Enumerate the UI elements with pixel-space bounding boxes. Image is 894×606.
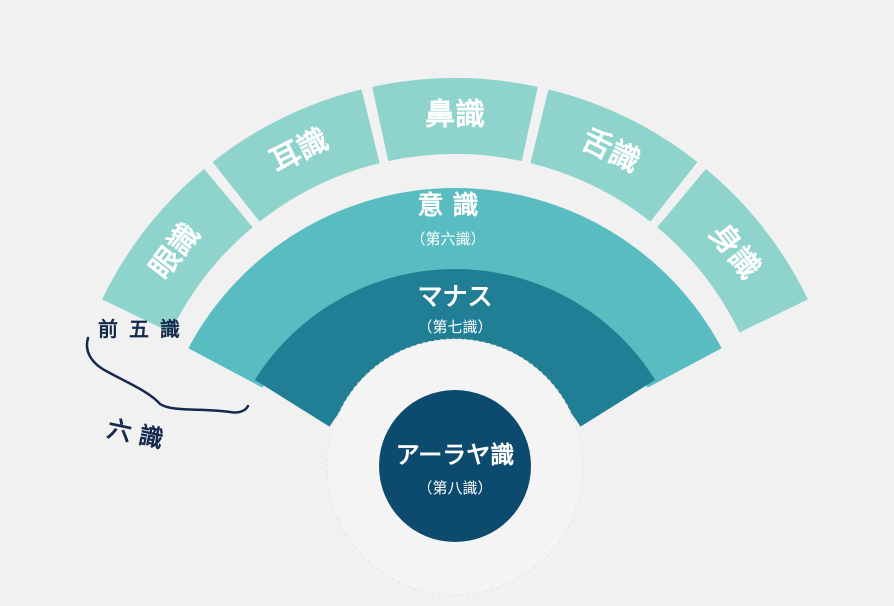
label-ishiki: 意 識	[417, 190, 478, 221]
segment-ear-consciousness	[212, 89, 380, 222]
label-alaya: アーラヤ識	[396, 441, 515, 469]
label-ishiki-sub: （第六識）	[410, 230, 485, 248]
band-sixth-consciousness	[188, 188, 722, 388]
five-senses-ring	[102, 77, 808, 333]
label-five-consciousnesses: 前 五 識	[98, 317, 182, 341]
segment-eye-consciousness	[102, 168, 253, 333]
segment-tongue-consciousness	[530, 89, 698, 222]
label-manas: マナス	[417, 282, 492, 311]
label-nose-consciousness: 鼻識	[425, 98, 485, 133]
segment-nose-consciousness	[372, 77, 538, 162]
label-six-consciousnesses: 六 識	[105, 414, 166, 454]
curly-brace	[85, 336, 250, 414]
label-alaya-sub: （第八識）	[417, 479, 492, 497]
label-manas-sub: （第七識）	[417, 318, 492, 336]
alaya-circle	[379, 390, 531, 542]
five-senses-labels: 眼識 耳識 鼻識 舌識 身識	[143, 98, 767, 286]
segment-body-consciousness	[657, 168, 808, 333]
